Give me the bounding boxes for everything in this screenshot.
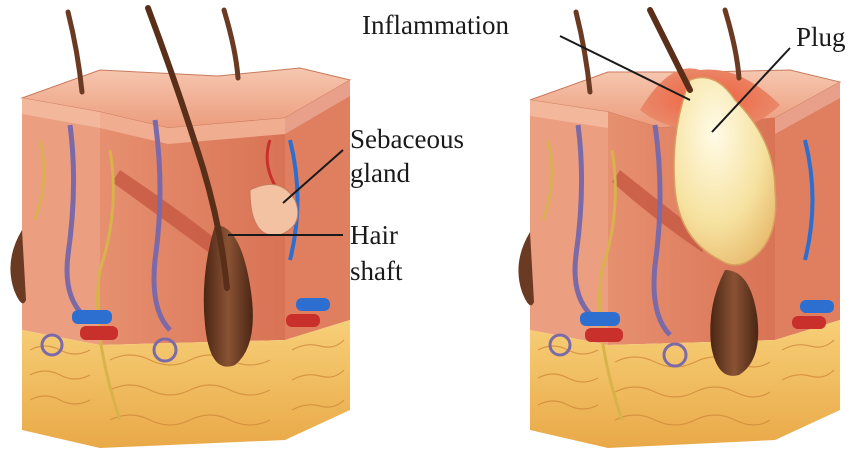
- dermis-front-left: [22, 98, 100, 345]
- sebaceous-label-line1: Sebaceous: [350, 124, 464, 154]
- inflamed-skin-block: [518, 10, 840, 448]
- hair-label-line2: shaft: [350, 256, 403, 286]
- plug-label: Plug: [796, 22, 846, 52]
- inflammation-label: Inflammation: [362, 10, 509, 40]
- sebaceous-label-line2: gland: [350, 158, 410, 188]
- hair-label-line1: Hair: [350, 220, 398, 250]
- normal-skin-block: [10, 8, 350, 448]
